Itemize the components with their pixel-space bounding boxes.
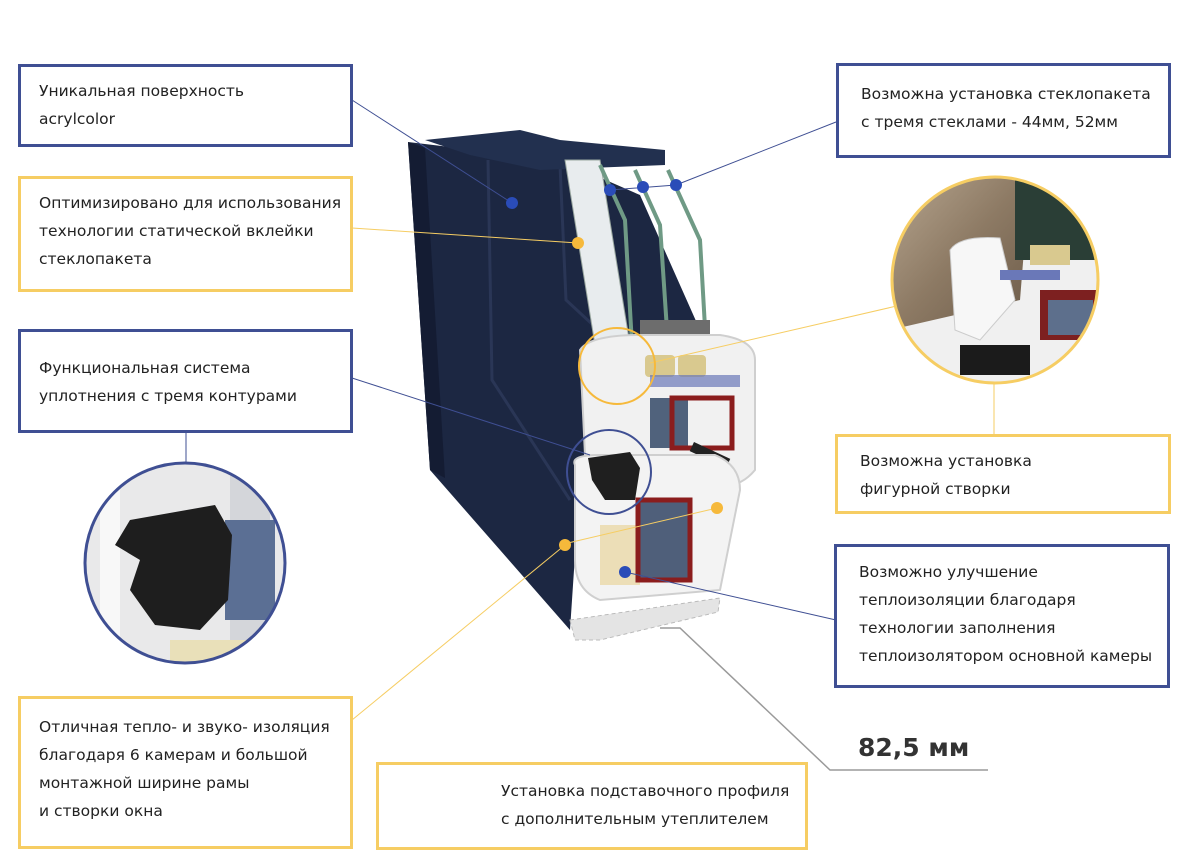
callout-text: теплоизоляции благодаря bbox=[859, 591, 1076, 609]
callout-text: стеклопакета bbox=[39, 250, 152, 268]
marker-dot bbox=[604, 184, 616, 196]
callout-text: Уникальная поверхность bbox=[39, 82, 245, 100]
marker-dots bbox=[506, 179, 723, 578]
callout-acrylcolor-surface: Уникальная поверхность acrylcolor bbox=[18, 64, 353, 147]
callout-text: Оптимизировано для использования bbox=[39, 194, 342, 212]
marker-dot bbox=[559, 539, 571, 551]
callout-text: с дополнительным утеплителем bbox=[501, 810, 769, 828]
callout-text: Отличная тепло- и звуко- изоляция bbox=[39, 718, 330, 736]
callout-text: благодаря 6 камерам и большой bbox=[39, 746, 308, 764]
marker-dot bbox=[572, 237, 584, 249]
callout-text: Возможна установка стеклопакета bbox=[861, 85, 1151, 103]
callout-text: уплотнения с тремя контурами bbox=[39, 387, 297, 405]
callout-base-profile: Установка подставочного профиля с дополн… bbox=[376, 762, 808, 850]
callout-text: технологии статической вклейки bbox=[39, 222, 314, 240]
callout-seal-system: Функциональная система уплотнения с трем… bbox=[18, 329, 353, 433]
marker-dot bbox=[637, 181, 649, 193]
callout-text: Установка подставочного профиля bbox=[501, 782, 790, 800]
frame-cross-section bbox=[408, 130, 756, 641]
callout-text: теплоизолятором основной камеры bbox=[859, 647, 1153, 665]
callout-triple-glass: Возможна установка стеклопакета с тремя … bbox=[836, 63, 1171, 158]
callout-text: Возможна установка bbox=[860, 452, 1032, 470]
callout-chamber-fill: Возможно улучшение теплоизоляции благода… bbox=[834, 544, 1170, 688]
callout-text: Функциональная система bbox=[39, 359, 251, 377]
marker-dot bbox=[670, 179, 682, 191]
seal-zoom-circle bbox=[83, 461, 287, 665]
callout-text: монтажной ширине рамы bbox=[39, 774, 250, 792]
callout-text: с тремя стеклами - 44мм, 52мм bbox=[861, 113, 1118, 131]
marker-dot bbox=[619, 566, 631, 578]
callout-glass-gluing: Оптимизировано для использования техноло… bbox=[18, 176, 353, 292]
highlight-circle-blue bbox=[566, 429, 652, 515]
callout-text: Возможно улучшение bbox=[859, 563, 1038, 581]
figured-sash-zoom-circle bbox=[890, 175, 1100, 385]
callout-six-chambers: Отличная тепло- и звуко- изоляция благод… bbox=[18, 696, 353, 849]
marker-dot bbox=[506, 197, 518, 209]
callout-figured-sash: Возможна установка фигурной створки bbox=[835, 434, 1171, 514]
callout-text: фигурной створки bbox=[860, 480, 1011, 498]
callout-text: и створки окна bbox=[39, 802, 163, 820]
callout-text: acrylcolor bbox=[39, 110, 116, 128]
highlight-circle-yellow bbox=[578, 327, 656, 405]
leader-lines bbox=[185, 99, 995, 771]
callout-text: технологии заполнения bbox=[859, 619, 1056, 637]
marker-dot bbox=[711, 502, 723, 514]
profile-width-label: 82,5 мм bbox=[858, 733, 970, 762]
